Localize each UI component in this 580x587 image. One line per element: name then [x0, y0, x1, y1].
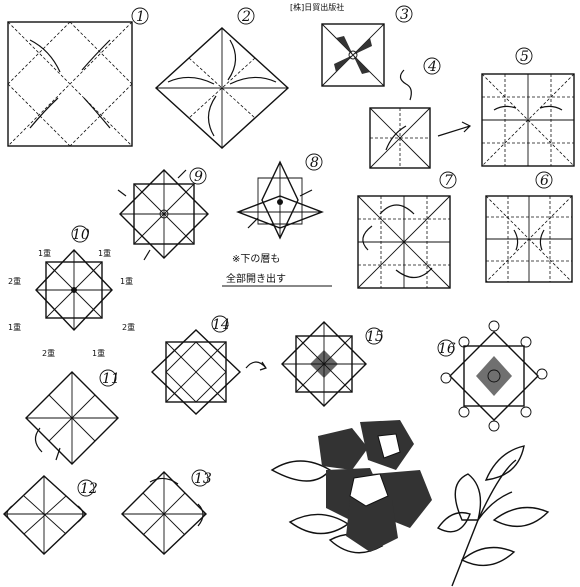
step-2: 2 — [156, 8, 288, 148]
next-step-arrow — [438, 122, 470, 136]
step-1: 1 — [8, 8, 148, 146]
step-3-number: 3 — [400, 7, 409, 23]
label-bottom-right: 1重 — [92, 348, 105, 358]
step-4: 4 — [370, 58, 440, 168]
publisher-stamp: [株]日貿出版社 — [290, 2, 344, 12]
label-right-bottom: 2重 — [122, 322, 135, 332]
step-8-note-line2: 全部開き出す — [226, 272, 286, 285]
step-14-number: 14 — [212, 317, 230, 333]
step-15: 15 — [282, 322, 384, 406]
step-12: 12 — [4, 476, 98, 554]
step-13-number: 13 — [194, 471, 212, 487]
step-7: 7 — [358, 172, 456, 288]
step-16-number: 16 — [438, 341, 456, 357]
step-5: 5 — [482, 48, 574, 166]
step-15-number: 15 — [366, 329, 384, 345]
step-5-number: 5 — [520, 49, 529, 65]
label-left-top: 1重 — [38, 248, 51, 258]
step-6-number: 6 — [540, 173, 549, 189]
label-left-bottom: 1重 — [8, 322, 21, 332]
finished-rose-illustration — [272, 420, 548, 586]
step-7-number: 7 — [444, 173, 453, 189]
step-12-number: 12 — [80, 481, 98, 497]
label-top: 1重 — [98, 248, 111, 258]
step-8-number: 8 — [310, 155, 319, 171]
step-8: 8 ※下の層も 全部開き出す — [222, 154, 332, 286]
step-2-number: 2 — [241, 9, 251, 25]
step-10: 10 1重 2重 1重 2重 1重 1重 2重 1重 — [8, 226, 135, 358]
step-6: 6 — [486, 172, 572, 282]
label-left-mid: 2重 — [8, 276, 21, 286]
rose-leaf — [272, 461, 330, 481]
step-1-number: 1 — [136, 9, 145, 25]
turn-over-arrow — [400, 70, 411, 100]
label-bottom-left: 2重 — [42, 348, 55, 358]
step-9: 9 — [118, 168, 208, 260]
step-13: 13 — [122, 470, 212, 554]
step-11-number: 11 — [102, 371, 120, 387]
step-11: 11 — [26, 370, 120, 464]
step-4-number: 4 — [427, 59, 437, 75]
step-14: 14 — [152, 316, 240, 414]
step-3: 3 — [322, 6, 412, 86]
label-right-top: 1重 — [120, 276, 133, 286]
fold-arrow — [30, 40, 60, 72]
step-9-number: 9 — [194, 169, 203, 185]
turn-over-arrow-2 — [246, 362, 266, 370]
step-10-number: 10 — [72, 227, 90, 243]
step-8-note-line1: ※下の層も — [232, 253, 280, 265]
step-16: 16 — [438, 321, 547, 431]
